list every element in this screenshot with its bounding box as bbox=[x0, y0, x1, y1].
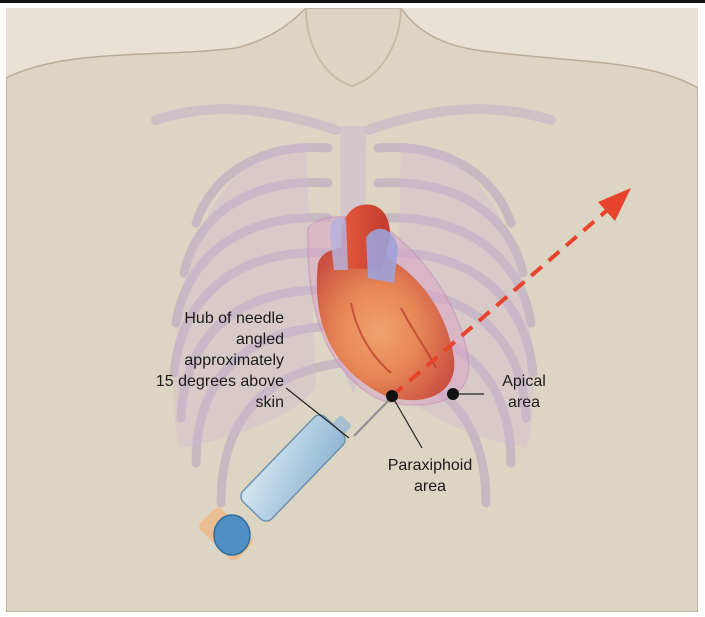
pulmonary-trunk bbox=[366, 229, 398, 283]
paraxiphoid-marker bbox=[386, 390, 398, 402]
illustration-frame bbox=[6, 8, 698, 612]
hub-label: Hub of needle angled approximately 15 de… bbox=[132, 308, 284, 413]
top-rule bbox=[0, 0, 705, 3]
chest-illustration bbox=[6, 8, 698, 612]
paraxiphoid-label: Paraxiphoid area bbox=[374, 455, 486, 497]
apical-label: Apical area bbox=[489, 371, 559, 413]
apical-marker bbox=[447, 388, 459, 400]
